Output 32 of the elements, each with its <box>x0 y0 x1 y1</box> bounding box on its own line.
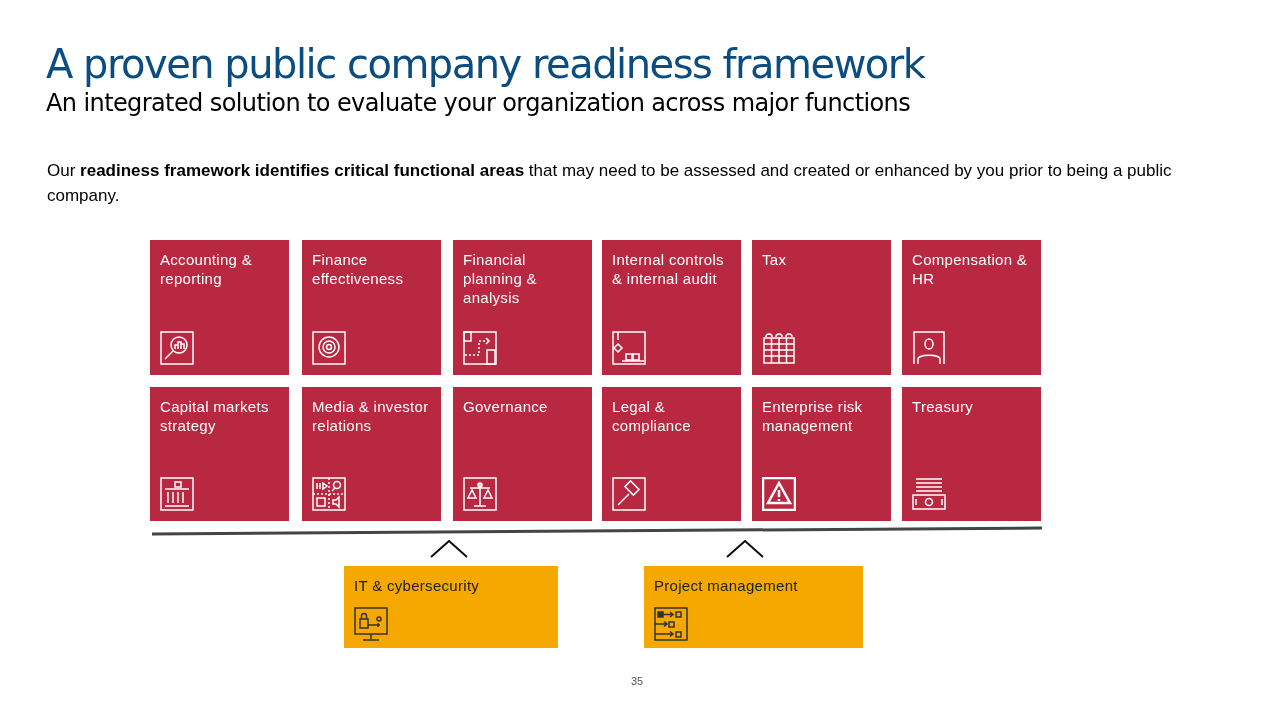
tile-label: Tax <box>762 250 787 269</box>
support-function-tile <box>644 566 863 648</box>
function-tile <box>453 387 592 521</box>
function-tile <box>453 240 592 375</box>
tile-label: Accounting & reporting <box>160 250 253 288</box>
tile-label: Finance effectiveness <box>312 250 405 288</box>
tile-label: Project management <box>654 576 798 595</box>
function-tile <box>752 387 891 521</box>
tile-label: Media & investor relations <box>312 397 430 435</box>
title: A proven public company readiness framework <box>46 40 925 88</box>
tile-label: Compensation & HR <box>912 250 1029 288</box>
tile-label: Internal controls & internal audit <box>612 250 725 288</box>
function-tile <box>150 387 289 521</box>
tile-label: Financial planning & analysis <box>463 250 538 307</box>
function-tile <box>602 387 741 521</box>
function-tile <box>302 240 441 375</box>
tile-label: Capital markets strategy <box>160 397 270 435</box>
tile-label: Enterprise risk management <box>762 397 864 435</box>
function-tile <box>902 240 1041 375</box>
subtitle: An integrated solution to evaluate your organization across major functions <box>46 88 911 118</box>
function-tile <box>752 240 891 375</box>
tile-label: Legal & compliance <box>612 397 692 435</box>
function-tile <box>150 240 289 375</box>
function-tile <box>902 387 1041 521</box>
tile-label: Treasury <box>912 397 974 416</box>
function-tile <box>302 387 441 521</box>
support-function-tile <box>344 566 558 648</box>
function-tile <box>602 240 741 375</box>
tile-label: IT & cybersecurity <box>354 576 480 595</box>
intro-paragraph: Our readiness framework identifies critical functional areas that may need to be assessed and created or enhanced by you prior to being a public company. <box>47 160 1173 207</box>
page-number: 35 <box>631 674 644 689</box>
tile-label: Governance <box>463 397 548 416</box>
